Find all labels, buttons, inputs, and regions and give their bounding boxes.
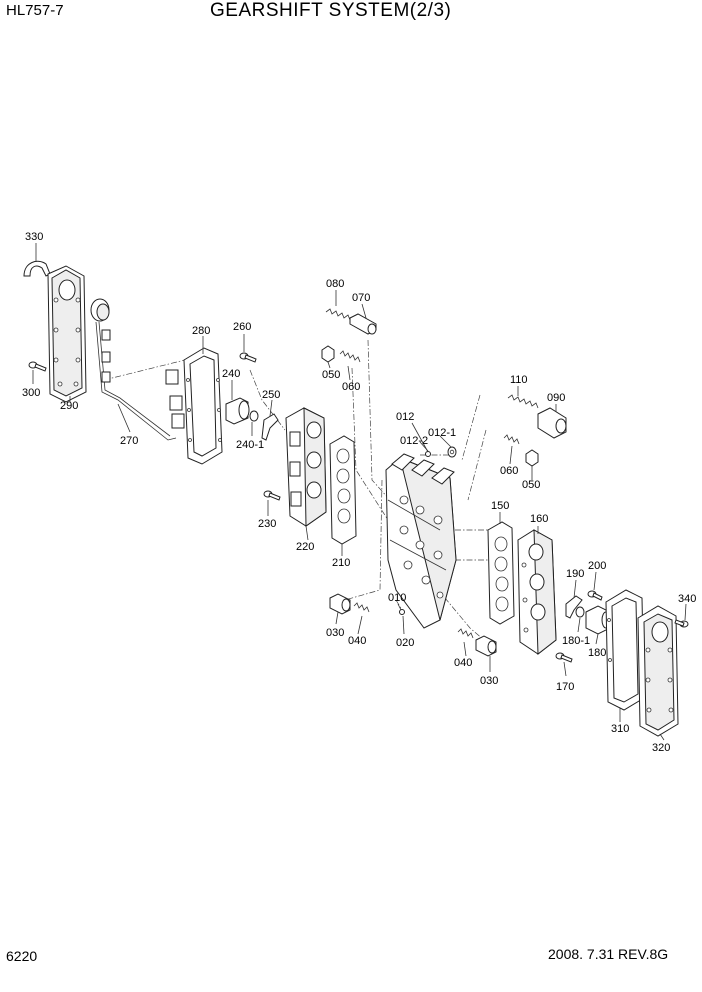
part-180-plug — [575, 605, 611, 635]
label-180-1: 180-1 — [562, 635, 590, 647]
part-300-screw — [28, 361, 47, 372]
label-180: 180 — [588, 647, 606, 659]
label-090: 090 — [547, 392, 565, 404]
label-060-upper: 060 — [342, 381, 360, 393]
label-050-right: 050 — [522, 479, 540, 491]
part-060-spring-upper — [339, 350, 361, 363]
part-220-housing — [285, 407, 327, 527]
part-260-screw — [239, 352, 257, 363]
label-110: 110 — [510, 374, 528, 386]
part-040-spring-right — [457, 628, 474, 639]
part-010-ball — [399, 609, 405, 615]
part-030-valve-right — [475, 635, 497, 657]
main-valve-body — [385, 453, 457, 629]
part-210-gasket — [329, 435, 357, 545]
label-210: 210 — [332, 557, 350, 569]
revision-date: 2008. 7.31 REV.8G — [548, 946, 669, 962]
part-060-spring-right — [503, 434, 520, 445]
label-200: 200 — [588, 560, 606, 572]
label-030-right: 030 — [480, 675, 498, 687]
part-110-spring — [507, 394, 539, 409]
label-340: 340 — [678, 593, 696, 605]
part-250-clip — [261, 413, 279, 441]
part-320-cover — [637, 605, 679, 737]
label-270: 270 — [120, 435, 138, 447]
part-050-plug-right — [525, 449, 539, 467]
label-300: 300 — [22, 387, 40, 399]
label-320: 320 — [652, 742, 670, 754]
leader-lines — [32, 243, 687, 741]
label-280: 280 — [192, 325, 210, 337]
label-080: 080 — [326, 278, 344, 290]
label-012: 012 — [396, 411, 414, 423]
label-290: 290 — [60, 400, 78, 412]
part-240-plug — [225, 397, 259, 425]
label-260: 260 — [233, 321, 251, 333]
label-230: 230 — [258, 518, 276, 530]
part-160-housing — [517, 529, 557, 655]
label-310: 310 — [611, 723, 629, 735]
label-160: 160 — [530, 513, 548, 525]
part-170-screw — [555, 652, 573, 663]
part-040-spring-left — [353, 602, 370, 613]
label-050-upper: 050 — [322, 369, 340, 381]
label-012-1: 012-1 — [428, 427, 456, 439]
part-labels: 330 300 290 270 280 260 240 250 240-1 23… — [22, 231, 696, 754]
label-010: 010 — [388, 592, 406, 604]
label-020: 020 — [396, 637, 414, 649]
part-230-screw — [263, 490, 281, 501]
label-240-1: 240-1 — [236, 439, 264, 451]
part-080-spring — [325, 308, 351, 321]
part-280-gasket — [183, 347, 223, 465]
label-060-right: 060 — [500, 465, 518, 477]
part-270-harness — [90, 298, 185, 441]
label-150: 150 — [491, 500, 509, 512]
model-number: HL757-7 — [6, 2, 64, 19]
part-012-ball — [425, 446, 457, 458]
label-240: 240 — [222, 368, 240, 380]
label-190: 190 — [566, 568, 584, 580]
label-220: 220 — [296, 541, 314, 553]
label-330: 330 — [25, 231, 43, 243]
part-150-gasket — [487, 521, 515, 625]
label-070: 070 — [352, 292, 370, 304]
page-title: GEARSHIFT SYSTEM(2/3) — [210, 0, 452, 21]
part-070-piston — [349, 313, 377, 335]
part-310-gasket — [605, 589, 645, 711]
part-190-clip — [565, 595, 583, 619]
part-030-valve-left — [329, 593, 351, 615]
label-012-2: 012-2 — [400, 435, 428, 447]
part-290-cover — [47, 265, 87, 403]
label-030-left: 030 — [326, 627, 344, 639]
label-250: 250 — [262, 389, 280, 401]
part-050-plug-upper — [321, 345, 335, 363]
part-200-screw — [587, 590, 603, 601]
label-040-left: 040 — [348, 635, 366, 647]
label-040-right: 040 — [454, 657, 472, 669]
label-170: 170 — [556, 681, 574, 693]
page-number: 6220 — [6, 948, 38, 964]
part-340-screw — [674, 619, 689, 628]
part-090-piston — [537, 407, 567, 439]
part-330-hook — [23, 260, 51, 277]
